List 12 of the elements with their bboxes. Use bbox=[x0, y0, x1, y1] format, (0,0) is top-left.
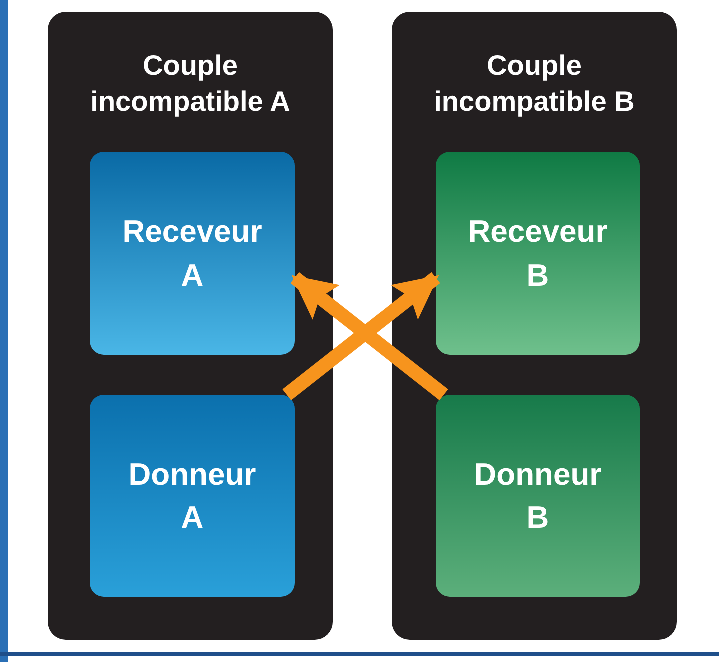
box-label: Receveur B bbox=[468, 213, 608, 294]
person-box bbox=[436, 152, 640, 355]
box-label: Receveur A bbox=[122, 213, 262, 294]
person-box bbox=[436, 395, 640, 597]
group-panel bbox=[48, 12, 333, 640]
panel-title: Couple incompatible A bbox=[90, 49, 292, 120]
person-box bbox=[90, 395, 295, 597]
group-panel bbox=[392, 12, 677, 640]
person-box bbox=[90, 152, 295, 355]
box-label: Donneur A bbox=[128, 456, 256, 537]
panel-title: Couple incompatible B bbox=[433, 49, 636, 120]
box-label: Donneur B bbox=[474, 456, 602, 537]
